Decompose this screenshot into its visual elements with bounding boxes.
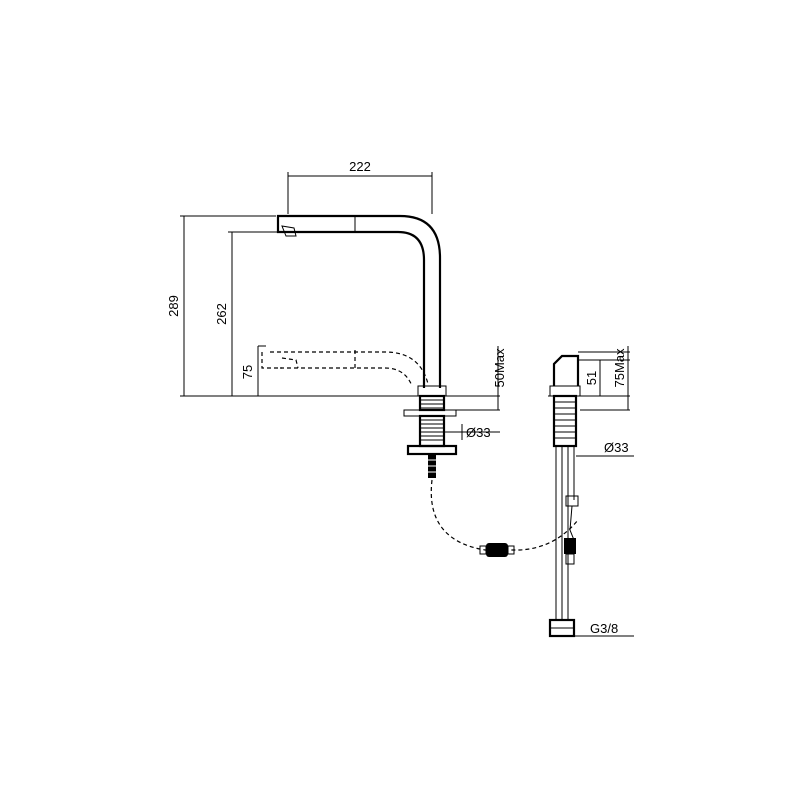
dim-51-label: 51	[584, 371, 599, 385]
nozzle-tip	[281, 225, 297, 237]
base-collar	[417, 385, 447, 397]
pullout-spout-dashed	[270, 351, 429, 385]
faucet-front-view: 51 75Max Ø33 G3/8	[548, 346, 634, 638]
dim-75max: 75Max	[612, 346, 629, 410]
dim-75-label: 75	[240, 365, 255, 379]
thread-pattern-upper	[420, 399, 444, 409]
spout-inner-outline	[300, 230, 426, 388]
faucet-side-view: 222 289 262 75 50Max Ø33	[166, 159, 579, 557]
dim-dia33-right-label: Ø33	[604, 440, 629, 455]
pullout-nozzle-dashed	[281, 357, 299, 369]
dim-289: 289	[166, 215, 276, 396]
dim-222-label: 222	[349, 159, 371, 174]
dim-262: 262	[214, 231, 300, 396]
front-shank	[552, 394, 578, 448]
dim-dia33-left: Ø33	[444, 424, 500, 440]
spout-outer-outline	[288, 214, 442, 388]
hose-coupling	[564, 495, 579, 565]
front-collar	[549, 385, 581, 397]
dim-50max-label: 50Max	[492, 348, 507, 388]
front-thread-pattern	[554, 401, 576, 439]
threaded-shank-upper	[418, 394, 446, 412]
dim-289-label: 289	[166, 295, 181, 317]
dim-75: 75	[240, 345, 266, 396]
pullout-head-dashed	[261, 352, 282, 369]
hose-weight	[479, 543, 515, 557]
thread-pattern-lower	[420, 419, 444, 441]
dim-51: 51	[584, 360, 601, 396]
dim-50max: 50Max	[492, 346, 507, 410]
fixing-nut	[406, 444, 458, 456]
front-top-body	[552, 354, 580, 386]
dim-222: 222	[287, 159, 433, 214]
dim-262-label: 262	[214, 303, 229, 325]
spout-nozzle	[276, 214, 300, 234]
thread-g38-label: G3/8	[590, 621, 618, 636]
dim-75max-label: 75Max	[612, 348, 627, 388]
hose-stub-ribs	[426, 459, 438, 473]
pullout-hose-dashed	[430, 479, 579, 551]
dim-dia33-right: Ø33	[576, 440, 634, 457]
dim-dia33-left-label: Ø33	[466, 425, 491, 440]
pullout-spout-dashed-inner	[280, 367, 413, 387]
